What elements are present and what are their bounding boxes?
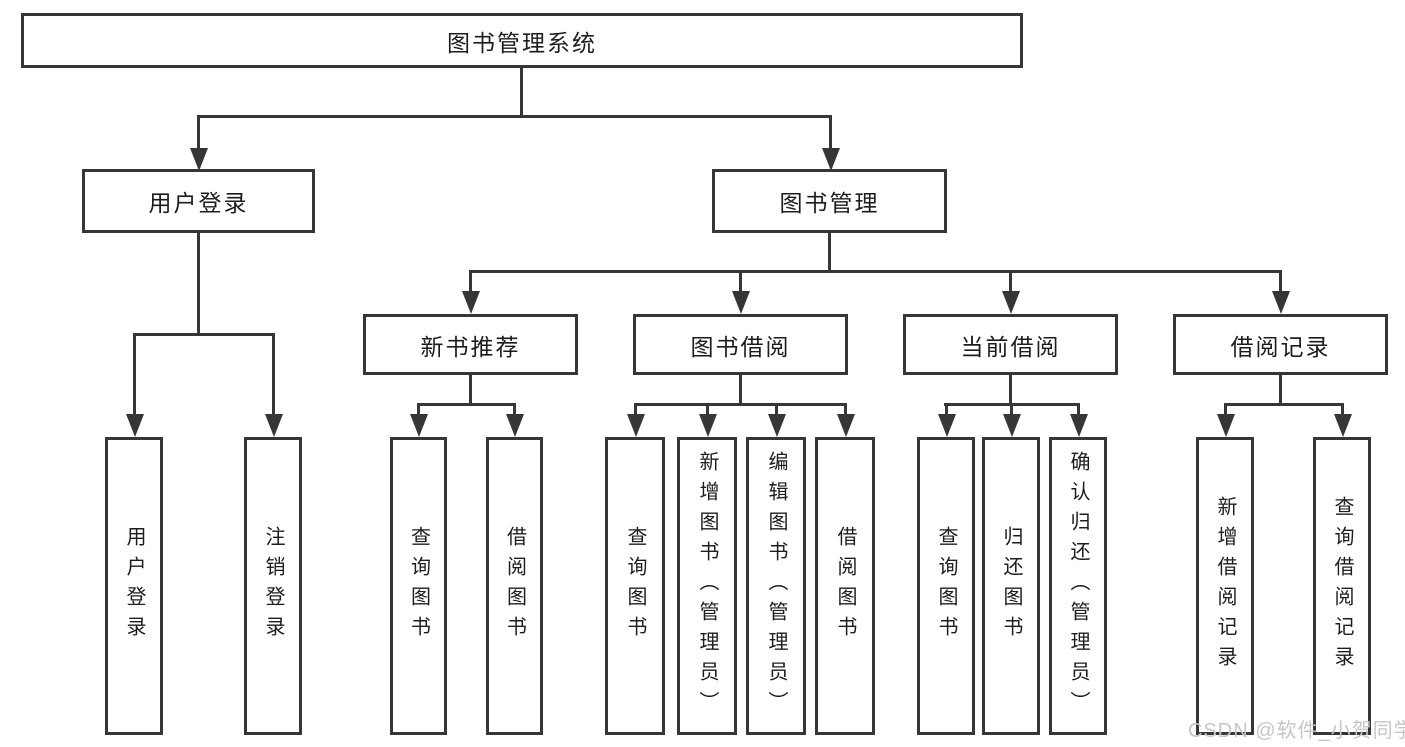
connector-line [775, 403, 778, 416]
connector-line [844, 403, 847, 416]
arrow-down-icon [1070, 414, 1088, 437]
connector-line [1010, 403, 1013, 416]
node-root: 图书管理系统 [21, 13, 1023, 68]
leaf-query-book-current: 查询图书 [917, 437, 975, 735]
arrow-down-icon [410, 414, 428, 437]
leaf-edit-book-admin: 编辑图书（管理员） [746, 437, 806, 735]
connector-line [739, 375, 742, 406]
arrow-down-icon [190, 148, 208, 171]
connector-line [1009, 375, 1012, 406]
leaf-user-login: 用户登录 [105, 437, 163, 735]
node-book-borrow: 图书借阅 [633, 314, 848, 375]
leaf-add-book-admin: 新增图书（管理员） [677, 437, 737, 735]
node-current-borrow: 当前借阅 [903, 314, 1118, 375]
connector-line [634, 403, 637, 416]
connector-line [417, 403, 420, 416]
connector-line [1224, 403, 1343, 406]
leaf-borrow-book: 借阅图书 [815, 437, 875, 735]
connector-line [1279, 270, 1282, 293]
leaf-return-book: 归还图书 [982, 437, 1040, 735]
connector-line [706, 403, 709, 416]
arrow-down-icon [1217, 414, 1235, 437]
leaf-borrow-book-recommend: 借阅图书 [486, 437, 543, 735]
arrow-down-icon [462, 291, 480, 314]
leaf-query-book-recommend: 查询图书 [390, 437, 447, 735]
node-borrow-record: 借阅记录 [1173, 314, 1388, 375]
node-user-login: 用户登录 [82, 169, 315, 233]
arrow-down-icon [1334, 414, 1352, 437]
connector-line [828, 233, 831, 273]
connector-line [739, 270, 742, 293]
connector-line [829, 115, 832, 153]
connector-line [197, 115, 200, 153]
connector-line [513, 403, 516, 416]
arrow-down-icon [1272, 291, 1290, 314]
csdn-watermark: CSDN @软件_小贺同学 [1188, 720, 1405, 742]
connector-line [133, 333, 136, 415]
connector-line [197, 115, 831, 118]
arrow-down-icon [627, 414, 645, 437]
connector-line [945, 403, 948, 416]
connector-line [1279, 375, 1282, 406]
connector-line [469, 270, 1282, 273]
connector-line [469, 270, 472, 293]
connector-line [1009, 270, 1012, 293]
leaf-confirm-return-admin: 确认归还（管理员） [1049, 437, 1107, 735]
connector-line [417, 403, 516, 406]
connector-line [272, 333, 275, 415]
arrow-down-icon [837, 414, 855, 437]
arrow-down-icon [822, 148, 840, 171]
leaf-add-borrow-record: 新增借阅记录 [1196, 437, 1254, 735]
arrow-down-icon [1003, 414, 1021, 437]
connector-line [197, 233, 200, 336]
arrow-down-icon [768, 414, 786, 437]
connector-line [469, 375, 472, 406]
arrow-down-icon [732, 291, 750, 314]
arrow-down-icon [1002, 291, 1020, 314]
arrow-down-icon [265, 414, 283, 437]
leaf-query-book-borrow: 查询图书 [605, 437, 665, 735]
node-new-book-recommend: 新书推荐 [363, 314, 578, 375]
leaf-query-borrow-record: 查询借阅记录 [1313, 437, 1371, 735]
node-book-management: 图书管理 [712, 169, 947, 233]
connector-line [520, 68, 523, 118]
leaf-logout: 注销登录 [244, 437, 302, 735]
arrow-down-icon [938, 414, 956, 437]
connector-line [133, 333, 275, 336]
connector-line [1341, 403, 1344, 416]
arrow-down-icon [699, 414, 717, 437]
arrow-down-icon [506, 414, 524, 437]
arrow-down-icon [126, 414, 144, 437]
connector-line [634, 403, 846, 406]
connector-line [1077, 403, 1080, 416]
connector-line [1224, 403, 1227, 416]
